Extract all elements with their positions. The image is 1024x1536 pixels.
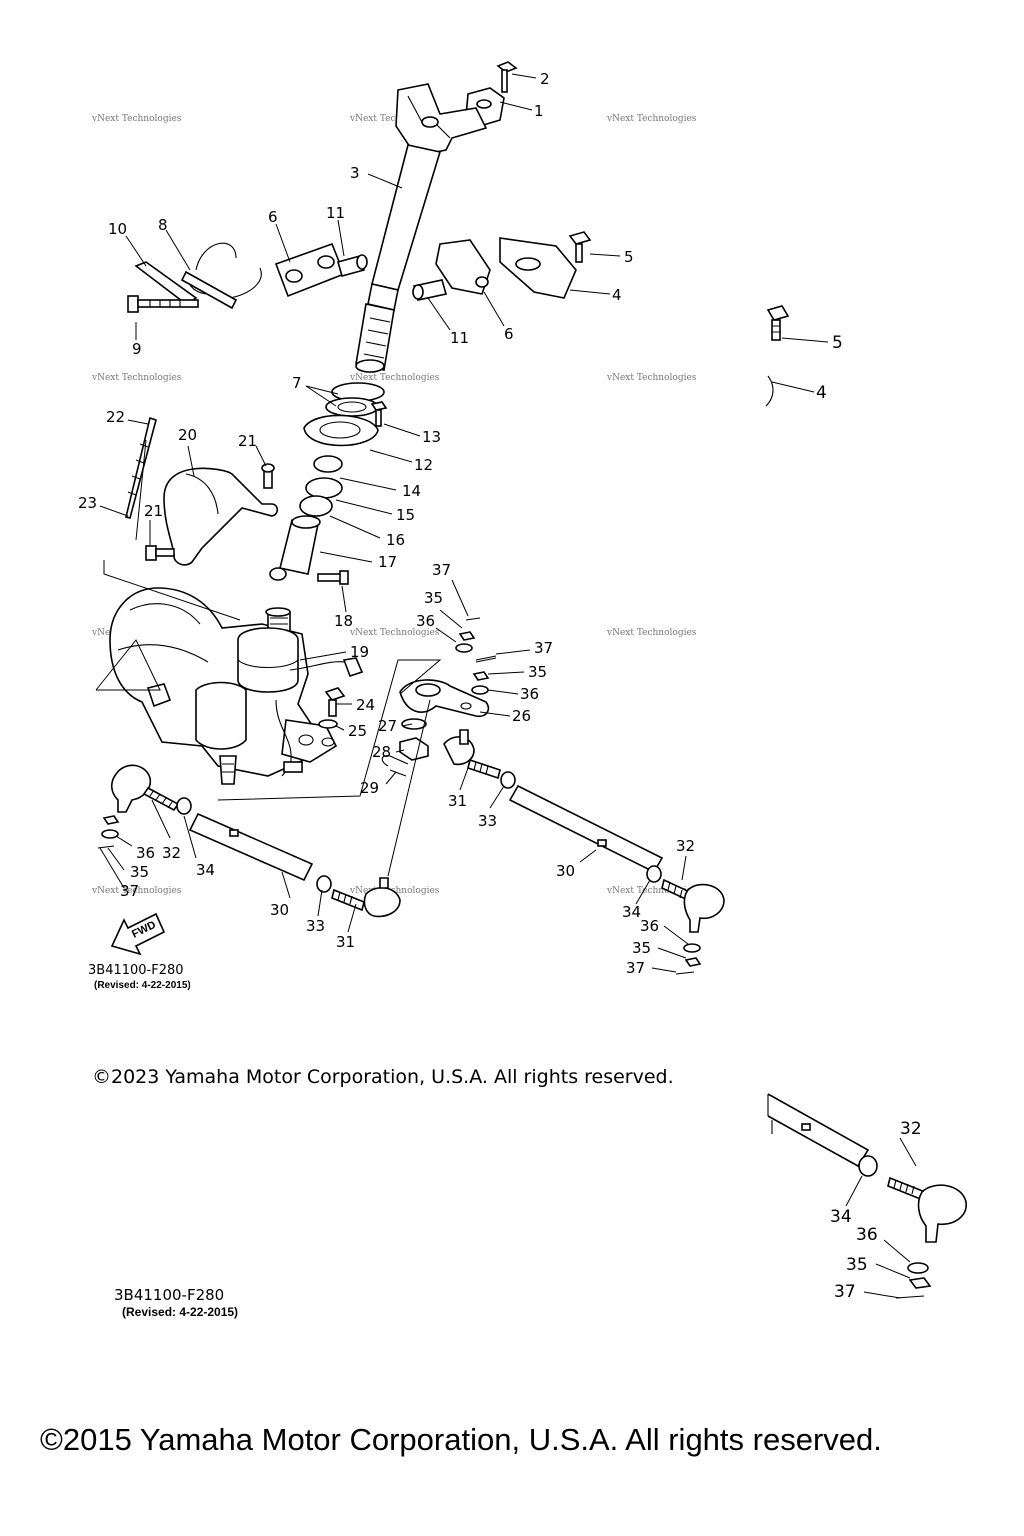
watermark: vNext Technologies xyxy=(349,373,440,383)
callout-24: 24 xyxy=(356,696,375,714)
callout-37: 37 xyxy=(432,561,451,579)
callout-22: 22 xyxy=(106,408,125,426)
watermark: vNext Technologies xyxy=(606,628,697,638)
callout-27: 27 xyxy=(378,717,397,735)
callout-36: 36 xyxy=(520,685,539,703)
callout-13: 13 xyxy=(422,428,441,446)
callout-34: 34 xyxy=(622,903,641,921)
drawing-code: 3B41100-F280 xyxy=(88,963,184,978)
copyright-2015: ©2015 Yamaha Motor Corporation, U.S.A. A… xyxy=(40,1422,882,1457)
callout-35: 35 xyxy=(632,939,651,957)
watermark: vNext Technologies xyxy=(91,886,182,896)
callout-26: 26 xyxy=(512,707,531,725)
callout-6: 6 xyxy=(268,208,278,226)
callout-37: 37 xyxy=(120,882,139,900)
callout-14: 14 xyxy=(402,482,421,500)
revision-note-2: (Revised: 4-22-2015) xyxy=(122,1305,238,1319)
callout-2: 2 xyxy=(540,70,550,88)
tie-rod-right xyxy=(443,729,725,975)
copyright-2023: ©2023 Yamaha Motor Corporation, U.S.A. A… xyxy=(92,1066,674,1088)
callout-33: 33 xyxy=(478,812,497,830)
lower-fasteners xyxy=(318,687,429,777)
callout-32: 32 xyxy=(900,1119,922,1139)
callout-25: 25 xyxy=(348,722,367,740)
callout-20: 20 xyxy=(178,426,197,444)
callout-30: 30 xyxy=(556,862,575,880)
drawing-code-2: 3B41100-F280 xyxy=(114,1286,224,1304)
callout-37: 37 xyxy=(626,959,645,977)
callout-37: 37 xyxy=(834,1282,856,1302)
shield-group xyxy=(125,416,279,566)
callout-35: 35 xyxy=(528,663,547,681)
callout-32: 32 xyxy=(162,844,181,862)
callout-3: 3 xyxy=(350,164,360,182)
watermark: vNext Technologies xyxy=(606,114,697,124)
callout-28: 28 xyxy=(372,743,391,761)
watermark: vNext Technologies xyxy=(91,373,182,383)
callout-35: 35 xyxy=(424,589,443,607)
callout-21: 21 xyxy=(238,432,257,450)
callout-23: 23 xyxy=(78,494,97,512)
callout-36: 36 xyxy=(416,612,435,630)
steering-column-assembly xyxy=(355,61,518,373)
bearing-stack xyxy=(269,382,388,585)
callout-35: 35 xyxy=(846,1255,868,1275)
watermark: vNext Technologies xyxy=(349,114,440,124)
callout-34: 34 xyxy=(196,861,215,879)
callout-31: 31 xyxy=(336,933,355,951)
callout-21: 21 xyxy=(144,502,163,520)
callout-9: 9 xyxy=(132,340,142,358)
callout-37: 37 xyxy=(534,639,553,657)
callout-8: 8 xyxy=(158,216,168,234)
callouts: 2 1 3 10 8 6 11 5 4 9 11 6 5 4 7 13 22 2… xyxy=(78,70,843,977)
callout-19: 19 xyxy=(350,643,369,661)
callout-29: 29 xyxy=(360,779,379,797)
callout-17: 17 xyxy=(378,553,397,571)
watermark: vNext Technologies xyxy=(91,114,182,124)
callout-1: 1 xyxy=(534,102,544,120)
callout-5: 5 xyxy=(624,248,634,266)
right-bracket-group xyxy=(412,231,790,407)
callout-33: 33 xyxy=(306,917,325,935)
callout-30: 30 xyxy=(270,901,289,919)
callout-15: 15 xyxy=(396,506,415,524)
fwd-arrow-icon: FWD xyxy=(110,912,166,956)
callout-35: 35 xyxy=(130,863,149,881)
callout-34: 34 xyxy=(830,1207,852,1227)
callout-6: 6 xyxy=(504,325,514,343)
watermark: vNext Technologies xyxy=(606,886,697,896)
watermark: vNext Technologies xyxy=(606,373,697,383)
watermark: vNext Technologies xyxy=(349,628,440,638)
callout-4: 4 xyxy=(816,383,827,403)
tie-rod-left xyxy=(97,764,401,918)
callout-36: 36 xyxy=(136,844,155,862)
callout-36: 36 xyxy=(640,917,659,935)
leader-lines xyxy=(99,73,829,973)
callout-5: 5 xyxy=(832,333,843,353)
callout-31: 31 xyxy=(448,792,467,810)
power-steering-unit xyxy=(109,587,364,785)
callout-36: 36 xyxy=(856,1225,878,1245)
left-bracket-group xyxy=(127,242,368,313)
callout-11: 11 xyxy=(450,329,469,347)
callout-10: 10 xyxy=(108,220,127,238)
revision-note: (Revised: 4-22-2015) xyxy=(94,980,191,991)
callout-11: 11 xyxy=(326,204,345,222)
assembly-outline xyxy=(95,439,442,877)
callout-32: 32 xyxy=(676,837,695,855)
callout-4: 4 xyxy=(612,286,622,304)
callout-12: 12 xyxy=(414,456,433,474)
callout-16: 16 xyxy=(386,531,405,549)
callout-18: 18 xyxy=(334,612,353,630)
inset-tie-rod-end: 32 34 36 35 37 xyxy=(767,1093,967,1302)
callout-7: 7 xyxy=(292,374,302,392)
